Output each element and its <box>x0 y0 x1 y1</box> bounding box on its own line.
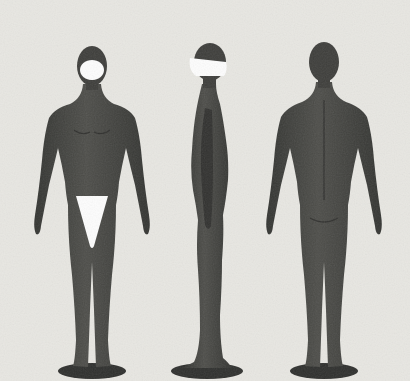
photo-grain-overlay <box>0 0 410 381</box>
photo-canvas <box>0 0 410 381</box>
mannequin-photo <box>0 0 410 381</box>
